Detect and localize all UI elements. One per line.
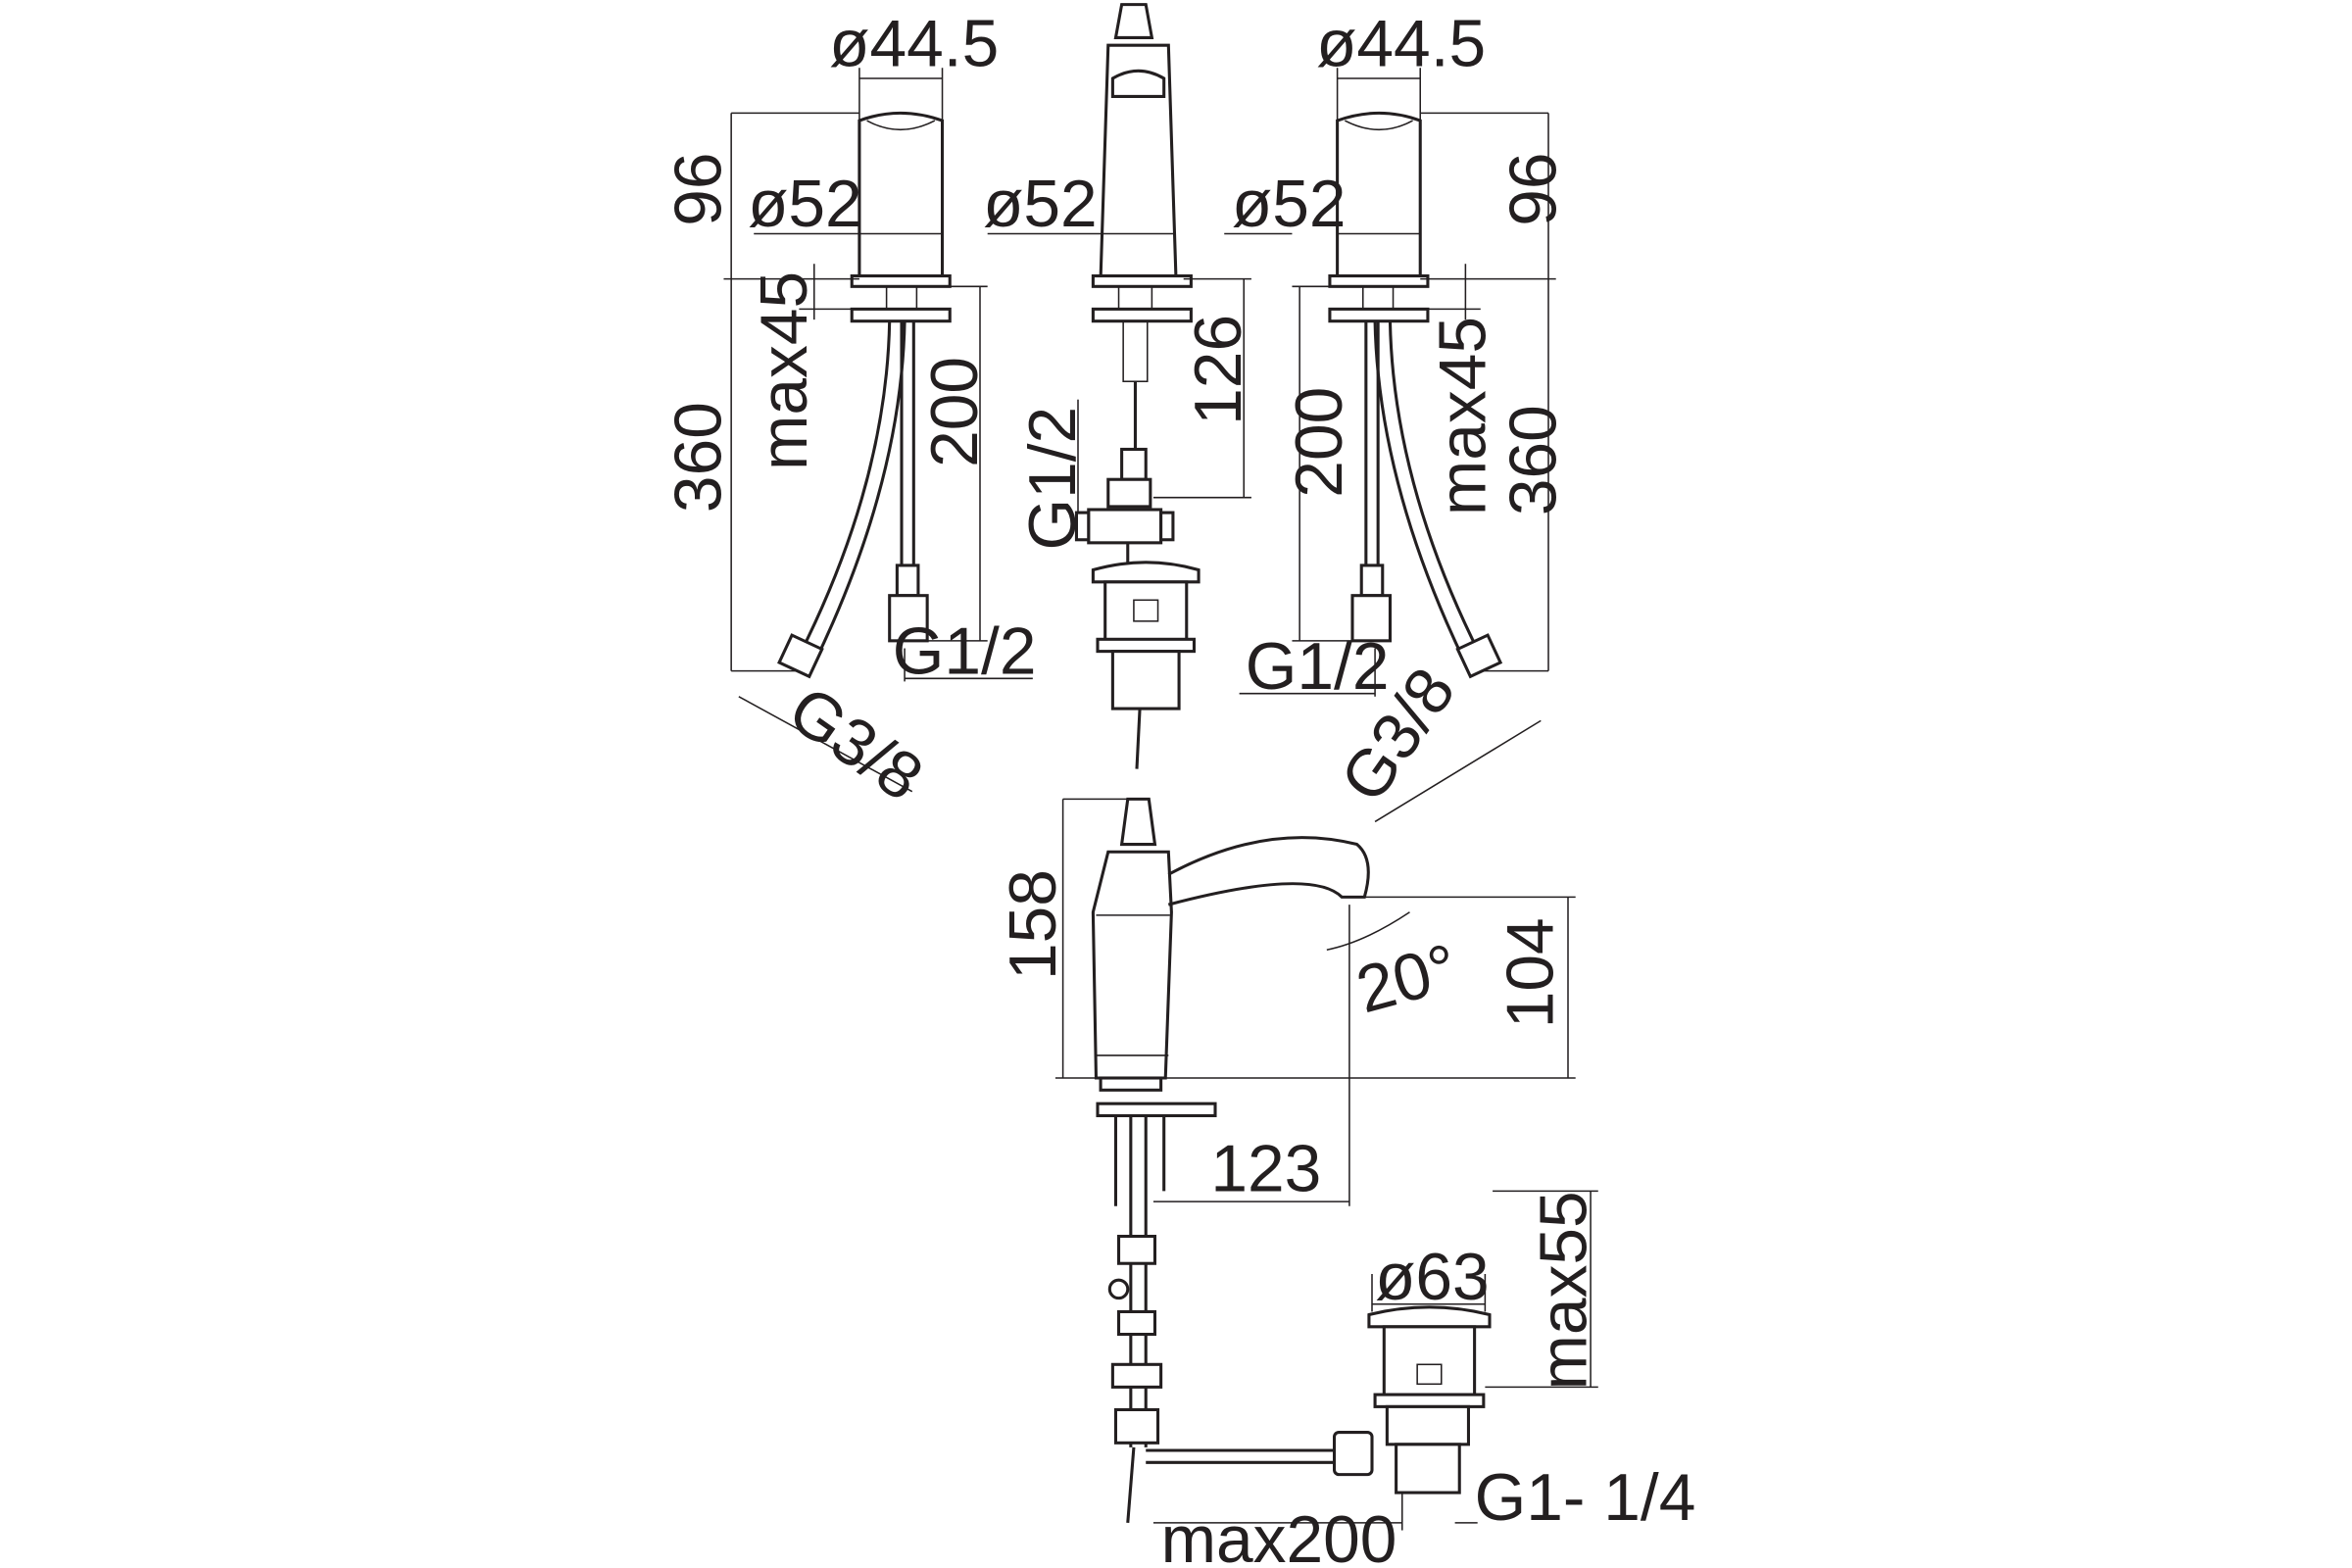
center-g12-label: G1/2	[1016, 407, 1090, 551]
left-g12-label: G1/2	[893, 615, 1037, 689]
left-hose-label: 200	[918, 357, 992, 467]
left-dimensions: ø44.5 96 ø52 max45 360 200 G1/2 G3/8	[662, 8, 1036, 815]
right-top-diameter-label: ø44.5	[1316, 8, 1486, 81]
mixer-drawing	[1091, 797, 1492, 1523]
left-top-diameter-label: ø44.5	[829, 8, 999, 81]
left-total-label: 360	[662, 402, 735, 513]
left-handle-drawing	[777, 111, 952, 679]
center-depth-label: 126	[1182, 315, 1255, 425]
left-height-label: 96	[662, 152, 735, 225]
mixer-height-label: 158	[997, 869, 1070, 980]
right-total-label: 360	[1497, 405, 1571, 515]
left-base-diameter-label: ø52	[748, 168, 862, 241]
drain-thread-label: G1- 1/4	[1475, 1461, 1696, 1535]
left-max-thickness-label: max45	[748, 271, 821, 470]
drain-diameter-label: ø63	[1375, 1241, 1490, 1314]
rod-max-label: max200	[1161, 1503, 1397, 1568]
right-dimensions: ø44.5 96 ø52 max45 360 200 G1/2 G3/8	[1232, 8, 1571, 815]
mixer-spout-height-label: 104	[1494, 917, 1568, 1028]
center-base-diameter-label: ø52	[983, 168, 1098, 241]
right-height-label: 96	[1497, 152, 1571, 225]
center-spout-drawing	[1074, 3, 1200, 769]
drain-max-label: max55	[1527, 1191, 1600, 1390]
right-hose-label: 200	[1283, 387, 1356, 498]
mixer-reach-label: 123	[1210, 1132, 1321, 1205]
right-g12-label: G1/2	[1246, 630, 1390, 704]
left-g38-label: G3/8	[775, 672, 935, 815]
right-handle-drawing	[1224, 68, 1556, 823]
right-max-thickness-label: max45	[1426, 317, 1499, 515]
right-base-diameter-label: ø52	[1232, 168, 1347, 241]
center-dimensions: ø52 126 G1/2	[983, 168, 1255, 551]
mixer-angle-label: 20°	[1349, 930, 1465, 1027]
